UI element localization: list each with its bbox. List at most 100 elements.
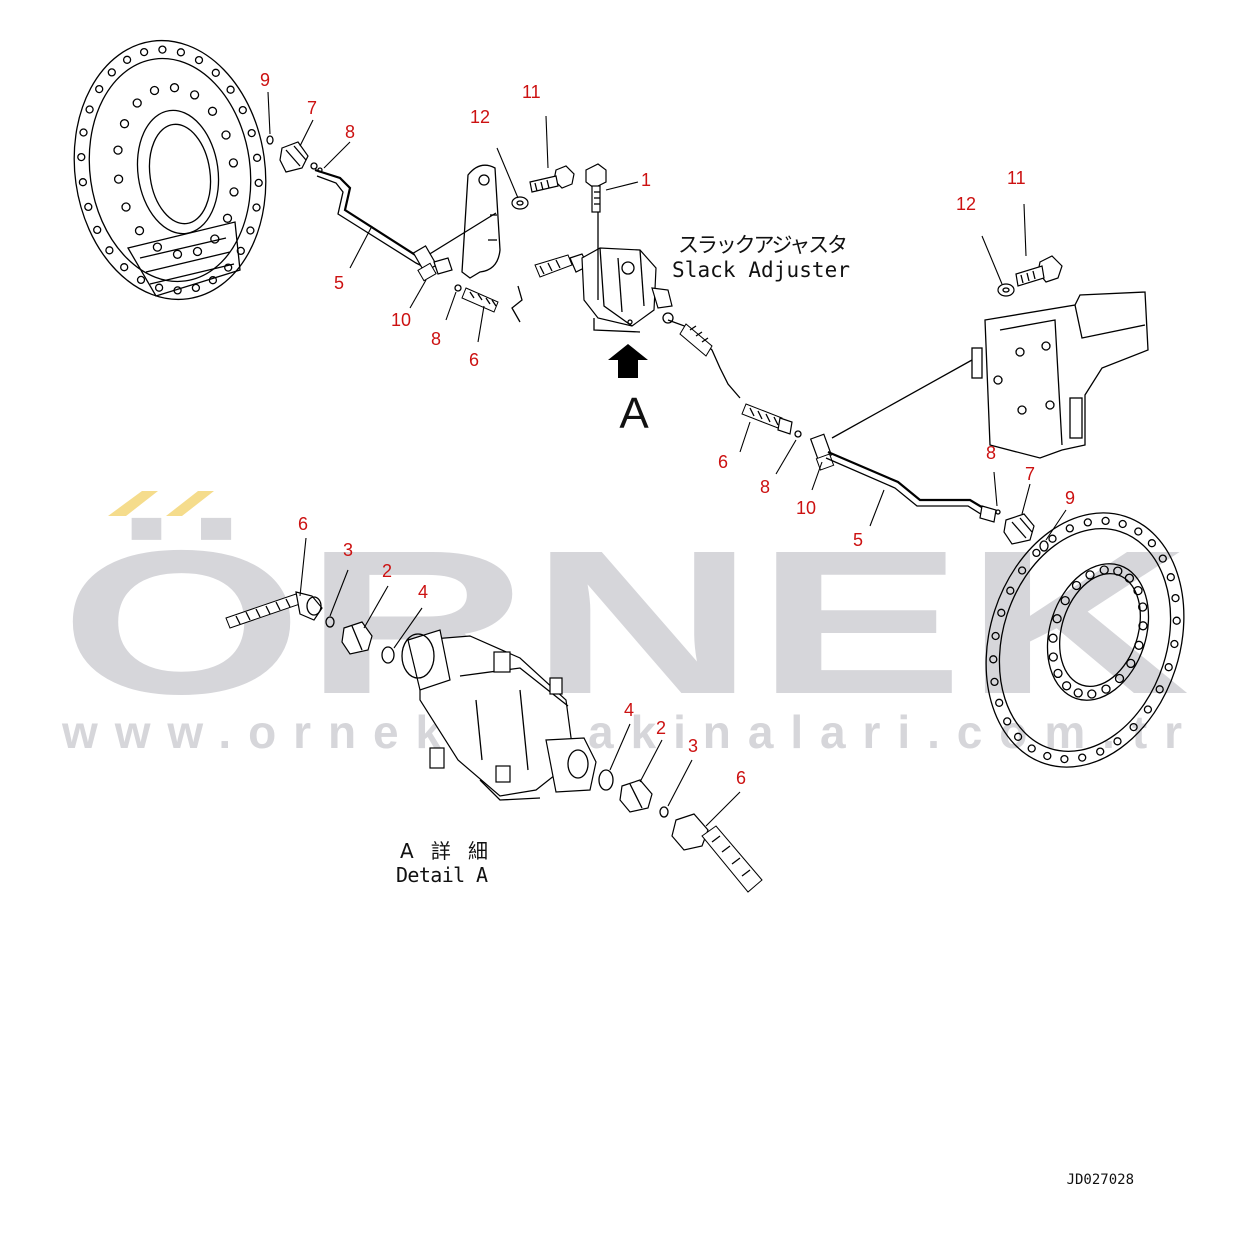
bolt-hole xyxy=(229,187,239,197)
detail-a-label-jp: A 詳 細 xyxy=(400,839,488,863)
bolt-hole xyxy=(1114,673,1125,684)
washer-12-left-hole xyxy=(516,200,524,206)
bolt-hole xyxy=(990,677,999,687)
elbow-fitting-right xyxy=(1003,513,1035,545)
bolt-hole xyxy=(989,655,998,664)
bolt-hole xyxy=(228,158,239,168)
bolt-hole xyxy=(1164,663,1173,672)
bolt-hole xyxy=(1171,593,1180,603)
bolt-hole xyxy=(252,203,261,212)
callout-4: 4 xyxy=(418,582,428,602)
callout-2: 2 xyxy=(382,561,392,581)
bolt-hole xyxy=(1061,681,1072,691)
bolt-hole xyxy=(1134,640,1144,650)
bolt-hole xyxy=(246,226,255,235)
bolt-hole xyxy=(1129,722,1138,732)
bolt-hole xyxy=(1085,570,1095,580)
bolt-hole xyxy=(1078,753,1087,762)
bolt-hole xyxy=(105,246,114,255)
callout-7: 7 xyxy=(1025,464,1035,484)
leader-lines xyxy=(267,91,1067,827)
bolt-hole xyxy=(152,242,163,252)
union-2-left xyxy=(341,621,373,655)
washer-12-right xyxy=(997,283,1015,297)
bolt-hole xyxy=(149,85,160,96)
bolt-hole xyxy=(169,83,180,93)
callout-2: 2 xyxy=(656,718,666,738)
bolt-hole xyxy=(194,55,204,65)
bolt-hole xyxy=(1053,668,1063,679)
brake-pipe-right xyxy=(809,359,997,523)
bolt-hole xyxy=(1143,705,1153,714)
bolt-hole xyxy=(1060,595,1070,606)
bolt-hole xyxy=(1118,519,1127,529)
bolt-hole xyxy=(1052,614,1062,624)
view-arrow-label: A xyxy=(619,389,649,438)
bolt-hole xyxy=(1060,754,1069,764)
o-ring-4-left xyxy=(381,646,395,664)
o-ring-3-left xyxy=(325,616,335,628)
callout-8: 8 xyxy=(345,122,355,142)
bolt-hole xyxy=(77,152,86,162)
bolt-hole xyxy=(1147,539,1157,548)
bolt-hole xyxy=(1113,737,1122,746)
callout-6: 6 xyxy=(298,514,308,534)
bolt-hole xyxy=(1065,524,1074,533)
bolt-hole xyxy=(252,153,262,162)
mounting-bracket xyxy=(427,164,501,279)
bolt-hole xyxy=(1170,639,1179,649)
elbow-fitting-left xyxy=(279,141,323,173)
bolt-hole xyxy=(236,246,245,256)
washer-12-left xyxy=(511,196,529,210)
drawing-code: JD027028 xyxy=(1067,1172,1134,1188)
bolt-1 xyxy=(585,163,607,300)
bolt-11-right xyxy=(1015,255,1063,287)
bolt-hole xyxy=(1043,751,1052,761)
washer-12-right-hole xyxy=(1002,287,1010,293)
callout-12: 12 xyxy=(956,194,976,214)
bolt-hole xyxy=(154,283,164,292)
callout-4: 4 xyxy=(624,700,634,720)
bolt-hole xyxy=(113,174,124,184)
union-2-right xyxy=(619,779,653,813)
bolt-hole xyxy=(1083,518,1092,527)
bolt-hole xyxy=(158,45,167,54)
bolt-hole xyxy=(1155,685,1164,694)
bolt-hole xyxy=(1138,602,1148,612)
bolt-hole xyxy=(1027,744,1036,753)
callout-1: 1 xyxy=(641,170,651,190)
bolt-hole xyxy=(1048,652,1058,662)
bolt-hole xyxy=(1017,566,1027,575)
bolt-hole xyxy=(247,128,256,138)
callout-9: 9 xyxy=(1065,488,1075,508)
bolt-hole xyxy=(1087,689,1097,699)
slack-adjuster xyxy=(534,247,674,333)
hose-middle-right xyxy=(741,403,802,438)
bolt-hole xyxy=(1096,747,1105,756)
watermark: ÖRNEK www.ornekismakinalari.com.tr xyxy=(60,491,1190,758)
bolt-11-left xyxy=(529,165,575,193)
bolt-hole xyxy=(1071,580,1082,591)
bolt-hole xyxy=(134,226,145,236)
bolt-hole xyxy=(1006,586,1015,595)
bolt-hole xyxy=(1101,516,1110,526)
bolt-hole xyxy=(189,90,200,100)
bolt-hole xyxy=(1124,573,1135,583)
callout-6: 6 xyxy=(469,350,479,370)
o-ring-3-right xyxy=(659,806,669,818)
bolt-hole xyxy=(122,55,132,64)
bolt-hole xyxy=(132,98,142,108)
axle-housing-right xyxy=(971,291,1149,459)
bolt-hole xyxy=(1134,527,1143,536)
hose-detail-right xyxy=(671,813,763,893)
bolt-hole xyxy=(119,119,130,129)
callout-8: 8 xyxy=(431,329,441,349)
bolt-hole xyxy=(176,48,186,57)
hose-detail-left xyxy=(225,591,323,629)
detail-a-label-en: Detail A xyxy=(396,863,488,887)
bolt-hole xyxy=(192,246,203,257)
bolt-hole xyxy=(78,178,88,187)
callout-5: 5 xyxy=(853,530,863,550)
bolt-hole xyxy=(208,276,218,285)
